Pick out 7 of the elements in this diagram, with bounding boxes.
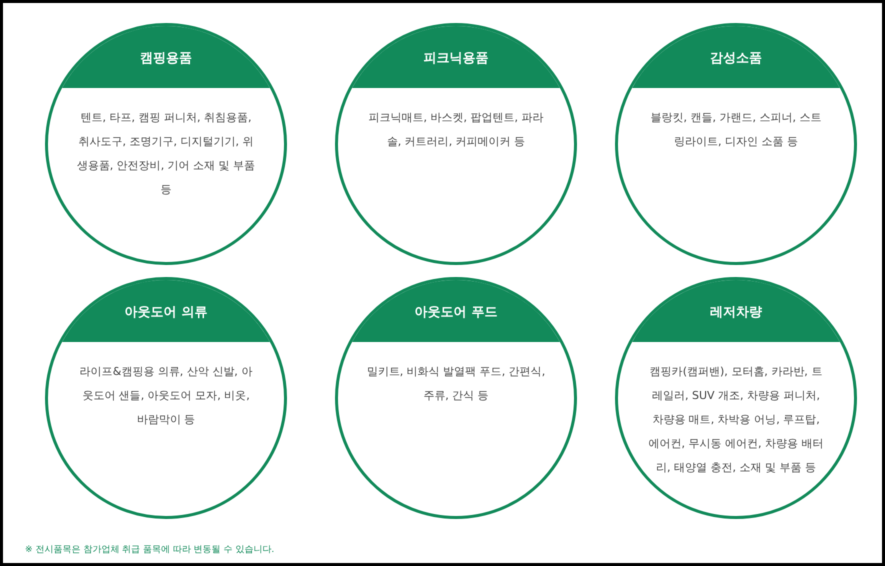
footnote-text: ※ 전시품목은 참가업체 취급 품목에 따라 변동될 수 있습니다. (25, 544, 274, 556)
item-list-text: 블랑킷, 캔들, 가랜드, 스피너, 스트링라이트, 디자인 소품 등 (650, 110, 822, 150)
item-list-text: 캠핑카(캠퍼밴), 모터홈, 카라반, 트레일러, SUV 개조, 차량용 퍼니처, 차량용 매트, 차박용 어닝, 루프탑, 에어컨, 무시동 에어컨, 차량용 배터리, 태양열 충전, 소재 및 부품 등 (648, 364, 824, 476)
item-list-text: 라이프&캠핑용 의류, 산악 신발, 아웃도어 샌들, 아웃도어 모자, 비옷, 바람막이 등 (78, 364, 254, 428)
item-list-text: 피크닉매트, 바스켓, 팝업텐트, 파라솔, 커트러리, 커피메이커 등 (368, 110, 544, 150)
item-list-text: 텐트, 타프, 캠핑 퍼니처, 취침용품, 취사도구, 조명기구, 디지털기기, 위생용품, 안전장비, 기어 소재 및 부품 등 (76, 110, 256, 198)
item-list-text: 밀키트, 비화식 발열팩 푸드, 간편식, 주류, 간식 등 (366, 364, 546, 404)
